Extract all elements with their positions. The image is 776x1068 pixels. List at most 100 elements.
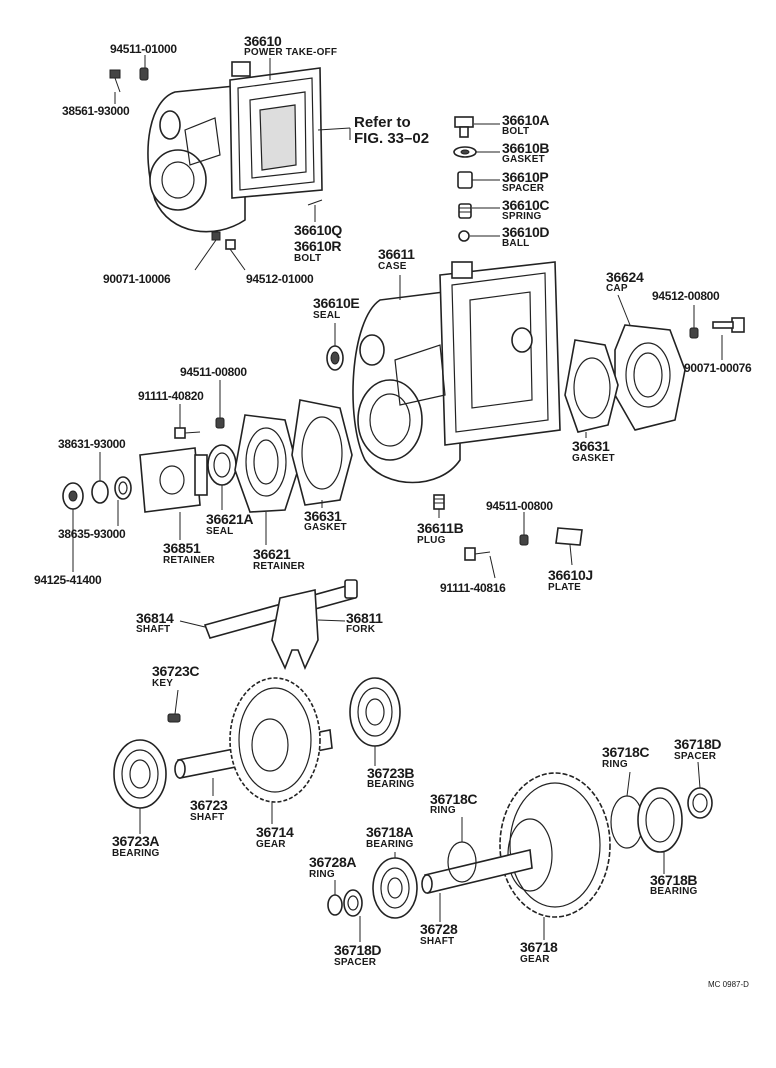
label-36631-left-number: 36631	[304, 508, 342, 524]
label-36723-name: SHAFT	[190, 812, 225, 823]
gear-36718-illustration	[499, 772, 611, 918]
label-36814-number: 36814	[136, 610, 174, 626]
label-36723A-name: BEARING	[112, 848, 160, 859]
label-36631-left-name: GASKET	[304, 522, 347, 533]
label-36610E-name: SEAL	[313, 310, 341, 321]
label-94511-00800-a: 94511-00800	[180, 365, 247, 379]
washer-94512-01000-icon	[225, 239, 236, 250]
label-36610-name: POWER TAKE-OFF	[244, 47, 338, 58]
label-36610R-number: 36610R	[294, 238, 342, 254]
label-36718C-a-number: 36718C	[602, 744, 650, 760]
bolt-38561-icon	[109, 69, 121, 93]
washer-94512-00800-icon	[689, 327, 699, 339]
label-36631-right-number: 36631	[572, 438, 610, 454]
label-36851-number: 36851	[163, 540, 201, 556]
label-36610J-number: 36610J	[548, 567, 593, 583]
label-36728A-name: RING	[309, 869, 335, 880]
label-36610B-name: GASKET	[502, 154, 545, 165]
label-36718D-a-name: SPACER	[674, 751, 717, 762]
seal-36610E-icon	[326, 345, 344, 371]
plate-36610J-icon	[555, 527, 583, 546]
label-36610A-number: 36610A	[502, 112, 550, 128]
bolt-91111-40816-icon	[464, 547, 491, 561]
retainer-36851-illustration	[139, 447, 208, 513]
label-36718A-number: 36718A	[366, 824, 414, 840]
label-36814-name: SHAFT	[136, 624, 171, 635]
key-36723C-icon	[167, 713, 181, 723]
label-36718D-b-number: 36718D	[334, 942, 382, 958]
nut-90071-10006-icon	[211, 231, 221, 241]
label-36728-number: 36728	[420, 921, 458, 937]
footer-code: MC 0987-D	[708, 980, 749, 989]
label-36610B-number: 36610B	[502, 140, 550, 156]
label-90071-10006: 90071-10006	[103, 272, 171, 286]
label-36714-name: GEAR	[256, 839, 286, 850]
label-36610D-name: BALL	[502, 238, 530, 249]
bolt-36610Q-icon	[307, 199, 323, 206]
label-36610-number: 36610	[244, 33, 282, 49]
label-36610C-name: SPRING	[502, 211, 542, 222]
label-36718B-number: 36718B	[650, 872, 698, 888]
label-36718-number: 36718	[520, 939, 558, 955]
label-36611B-name: PLUG	[417, 535, 446, 546]
washer-94511-00800-icon	[215, 417, 225, 429]
label-36718C-b-name: RING	[430, 805, 456, 816]
label-36718B-name: BEARING	[650, 886, 698, 897]
label-36610P-name: SPACER	[502, 183, 545, 194]
spring-36610C-icon	[458, 203, 472, 219]
label-91111-40816: 91111-40816	[440, 581, 506, 595]
label-36610A-name: BOLT	[502, 126, 530, 137]
label-36718C-a-name: RING	[602, 759, 628, 770]
bearing-36718B-illustration	[637, 787, 683, 853]
label-36718A-name: BEARING	[366, 839, 414, 850]
pto-assembly-illustration	[147, 61, 323, 233]
gasket-36631-right-illustration	[564, 339, 619, 433]
label-36621-number: 36621	[253, 546, 291, 562]
spacer-36610P-icon	[457, 171, 473, 189]
label-36610R-name: BOLT	[294, 253, 322, 264]
seal-36621A-illustration	[207, 444, 237, 486]
label-36621A-name: SEAL	[206, 526, 234, 537]
label-38561-93000: 38561-93000	[62, 104, 130, 118]
label-36610P-number: 36610P	[502, 169, 549, 185]
label-36624-number: 36624	[606, 269, 644, 285]
ball-36610D-icon	[458, 230, 470, 242]
plug-36611B-icon	[433, 494, 445, 510]
label-36610E-number: 36610E	[313, 295, 360, 311]
washer-94511-01000-icon	[139, 67, 149, 81]
label-36728-name: SHAFT	[420, 936, 455, 947]
ring-36728A-icon	[327, 894, 343, 916]
label-36610D-number: 36610D	[502, 224, 550, 240]
label-36718C-b-number: 36718C	[430, 791, 478, 807]
label-36723A-number: 36723A	[112, 833, 160, 849]
label-36631-right-name: GASKET	[572, 453, 615, 464]
label-94512-01000: 94512-01000	[246, 272, 314, 286]
nut-94125-41400-icon	[62, 482, 84, 510]
fork-36811-illustration	[271, 589, 319, 671]
label-36621A-number: 36621A	[206, 511, 254, 527]
label-94125-41400: 94125-41400	[34, 573, 102, 587]
label-36714-number: 36714	[256, 824, 294, 840]
gear-36714-illustration	[229, 677, 321, 803]
label-36723B-number: 36723B	[367, 765, 415, 781]
label-36718D-b-name: SPACER	[334, 957, 377, 968]
spacer-36718D-b-icon	[343, 889, 363, 917]
label-36811-number: 36811	[346, 610, 383, 626]
label-refer-to: Refer to	[354, 114, 411, 131]
bolt-36610A-icon	[454, 116, 474, 138]
washer-38635-icon	[114, 476, 132, 500]
label-38635-93000: 38635-93000	[58, 527, 126, 541]
label-90071-00076: 90071-00076	[684, 361, 752, 375]
label-36610C-number: 36610C	[502, 197, 550, 213]
bearing-36723A-illustration	[113, 739, 167, 809]
bolt-91111-40820-icon	[174, 427, 201, 439]
washer-38631-icon	[91, 480, 109, 504]
label-94511-01000: 94511-01000	[110, 42, 177, 56]
label-91111-40820: 91111-40820	[138, 389, 204, 403]
case-36611-illustration	[352, 261, 561, 484]
label-38631-93000: 38631-93000	[58, 437, 126, 451]
label-36624-name: CAP	[606, 283, 628, 294]
bolt-90071-00076-icon	[712, 317, 745, 333]
